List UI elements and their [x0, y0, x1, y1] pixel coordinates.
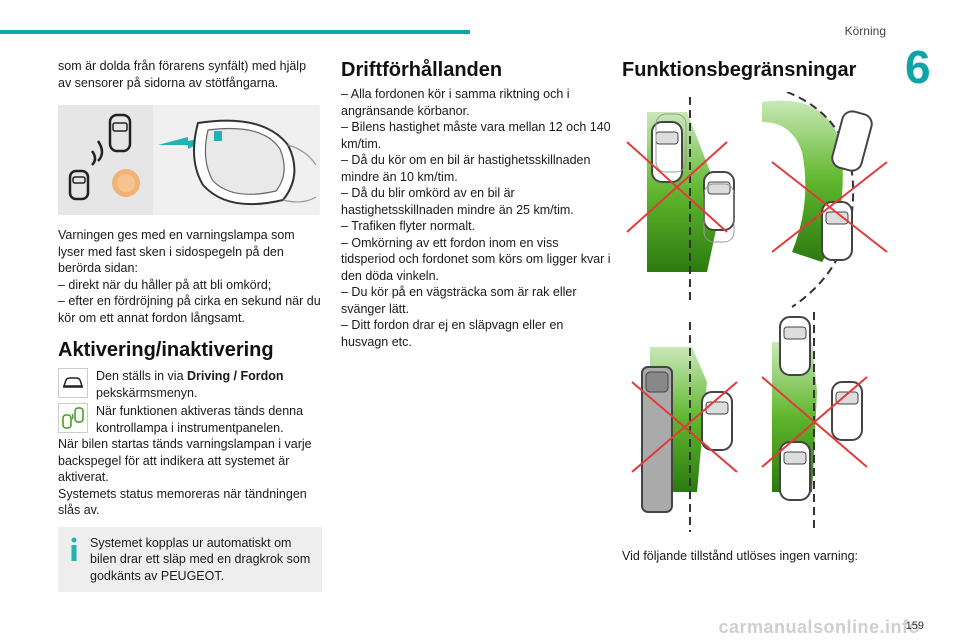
- mirror-illustration: [58, 105, 317, 215]
- warning-paragraph: Varningen ges med en varningslampa som l…: [58, 228, 295, 275]
- condition-item: – Bilens hastighet måste vara mellan 12 …: [341, 120, 611, 151]
- limitations-figure: [622, 91, 892, 542]
- condition-item: – Då du kör om en bil är hastighetsskill…: [341, 153, 591, 184]
- scene-straight-overtake: [626, 97, 735, 302]
- lamp-row: När funktionen aktiveras tänds denna kon…: [58, 403, 322, 436]
- condition-item: – Omkörning av ett fordon inom en viss t…: [341, 235, 611, 283]
- header-accent-bar: [0, 30, 470, 34]
- scene-three-lanes: [761, 312, 868, 532]
- mirror-icon: [193, 119, 317, 206]
- section-title: Körning: [844, 24, 886, 38]
- car-top-icon: [68, 113, 132, 201]
- warning-item-1: – direkt när du håller på att bli omkörd…: [58, 277, 272, 292]
- column-3: Funktionsbegränsningar: [622, 58, 902, 565]
- menu-prefix: Den ställs in via: [96, 369, 188, 383]
- lamp-text: När funktionen aktiveras tänds denna kon…: [96, 404, 304, 435]
- info-box: Systemet kopplas ur automatiskt om bilen…: [58, 526, 322, 592]
- limitations-caption: Vid följande tillstånd utlöses ingen var…: [622, 549, 859, 563]
- condition-item: – Trafiken flyter normalt.: [341, 219, 476, 233]
- watermark: carmanualsonline.info: [718, 617, 920, 637]
- column-1: som är dolda från förarens synfält) med …: [58, 58, 322, 592]
- start-paragraph: När bilen startas tänds varningslampan i…: [58, 437, 312, 484]
- column-2: Driftförhållanden – Alla fordonen kör i …: [341, 58, 611, 350]
- menu-setting-row: Den ställs in via Driving / Fordon peksk…: [58, 368, 322, 401]
- scene-truck: [631, 322, 738, 532]
- sensor-waves-icon: [90, 140, 104, 166]
- scene-curved-road: [762, 91, 888, 308]
- condition-item: – Alla fordonen kör i samma riktning och…: [341, 87, 570, 118]
- limitations-heading: Funktionsbegränsningar: [622, 59, 857, 81]
- warning-item-2: – efter en fördröjning på cirka en sekun…: [58, 294, 321, 325]
- activation-heading: Aktivering/inaktivering: [58, 339, 274, 361]
- conditions-heading: Driftförhållanden: [341, 59, 503, 81]
- mirror-figure: [58, 105, 320, 215]
- blind-spot-lamp-icon: [58, 403, 88, 433]
- menu-setting-text: Den ställs in via Driving / Fordon peksk…: [96, 368, 322, 401]
- condition-item: – Du kör på en vägsträcka som är rak ell…: [341, 285, 577, 316]
- sensor-zone-icon: [112, 169, 140, 197]
- condition-item: – Då du blir omkörd av en bil är hastigh…: [341, 186, 574, 217]
- condition-item: – Ditt fordon drar ej en släpvagn eller …: [341, 318, 564, 349]
- info-text: Systemet kopplas ur automatiskt om bilen…: [90, 535, 311, 583]
- menu-path: Driving / Fordon: [187, 369, 284, 383]
- intro-paragraph: som är dolda från förarens synfält) med …: [58, 59, 307, 90]
- limitations-illustration: [626, 91, 888, 532]
- chapter-number: 6: [905, 41, 931, 93]
- car-menu-icon: [58, 368, 88, 398]
- info-icon: [71, 537, 77, 561]
- memory-paragraph: Systemets status memoreras när tändninge…: [58, 486, 307, 518]
- menu-suffix: pekskärmsmenyn.: [96, 385, 198, 400]
- page-number: 159: [905, 620, 924, 632]
